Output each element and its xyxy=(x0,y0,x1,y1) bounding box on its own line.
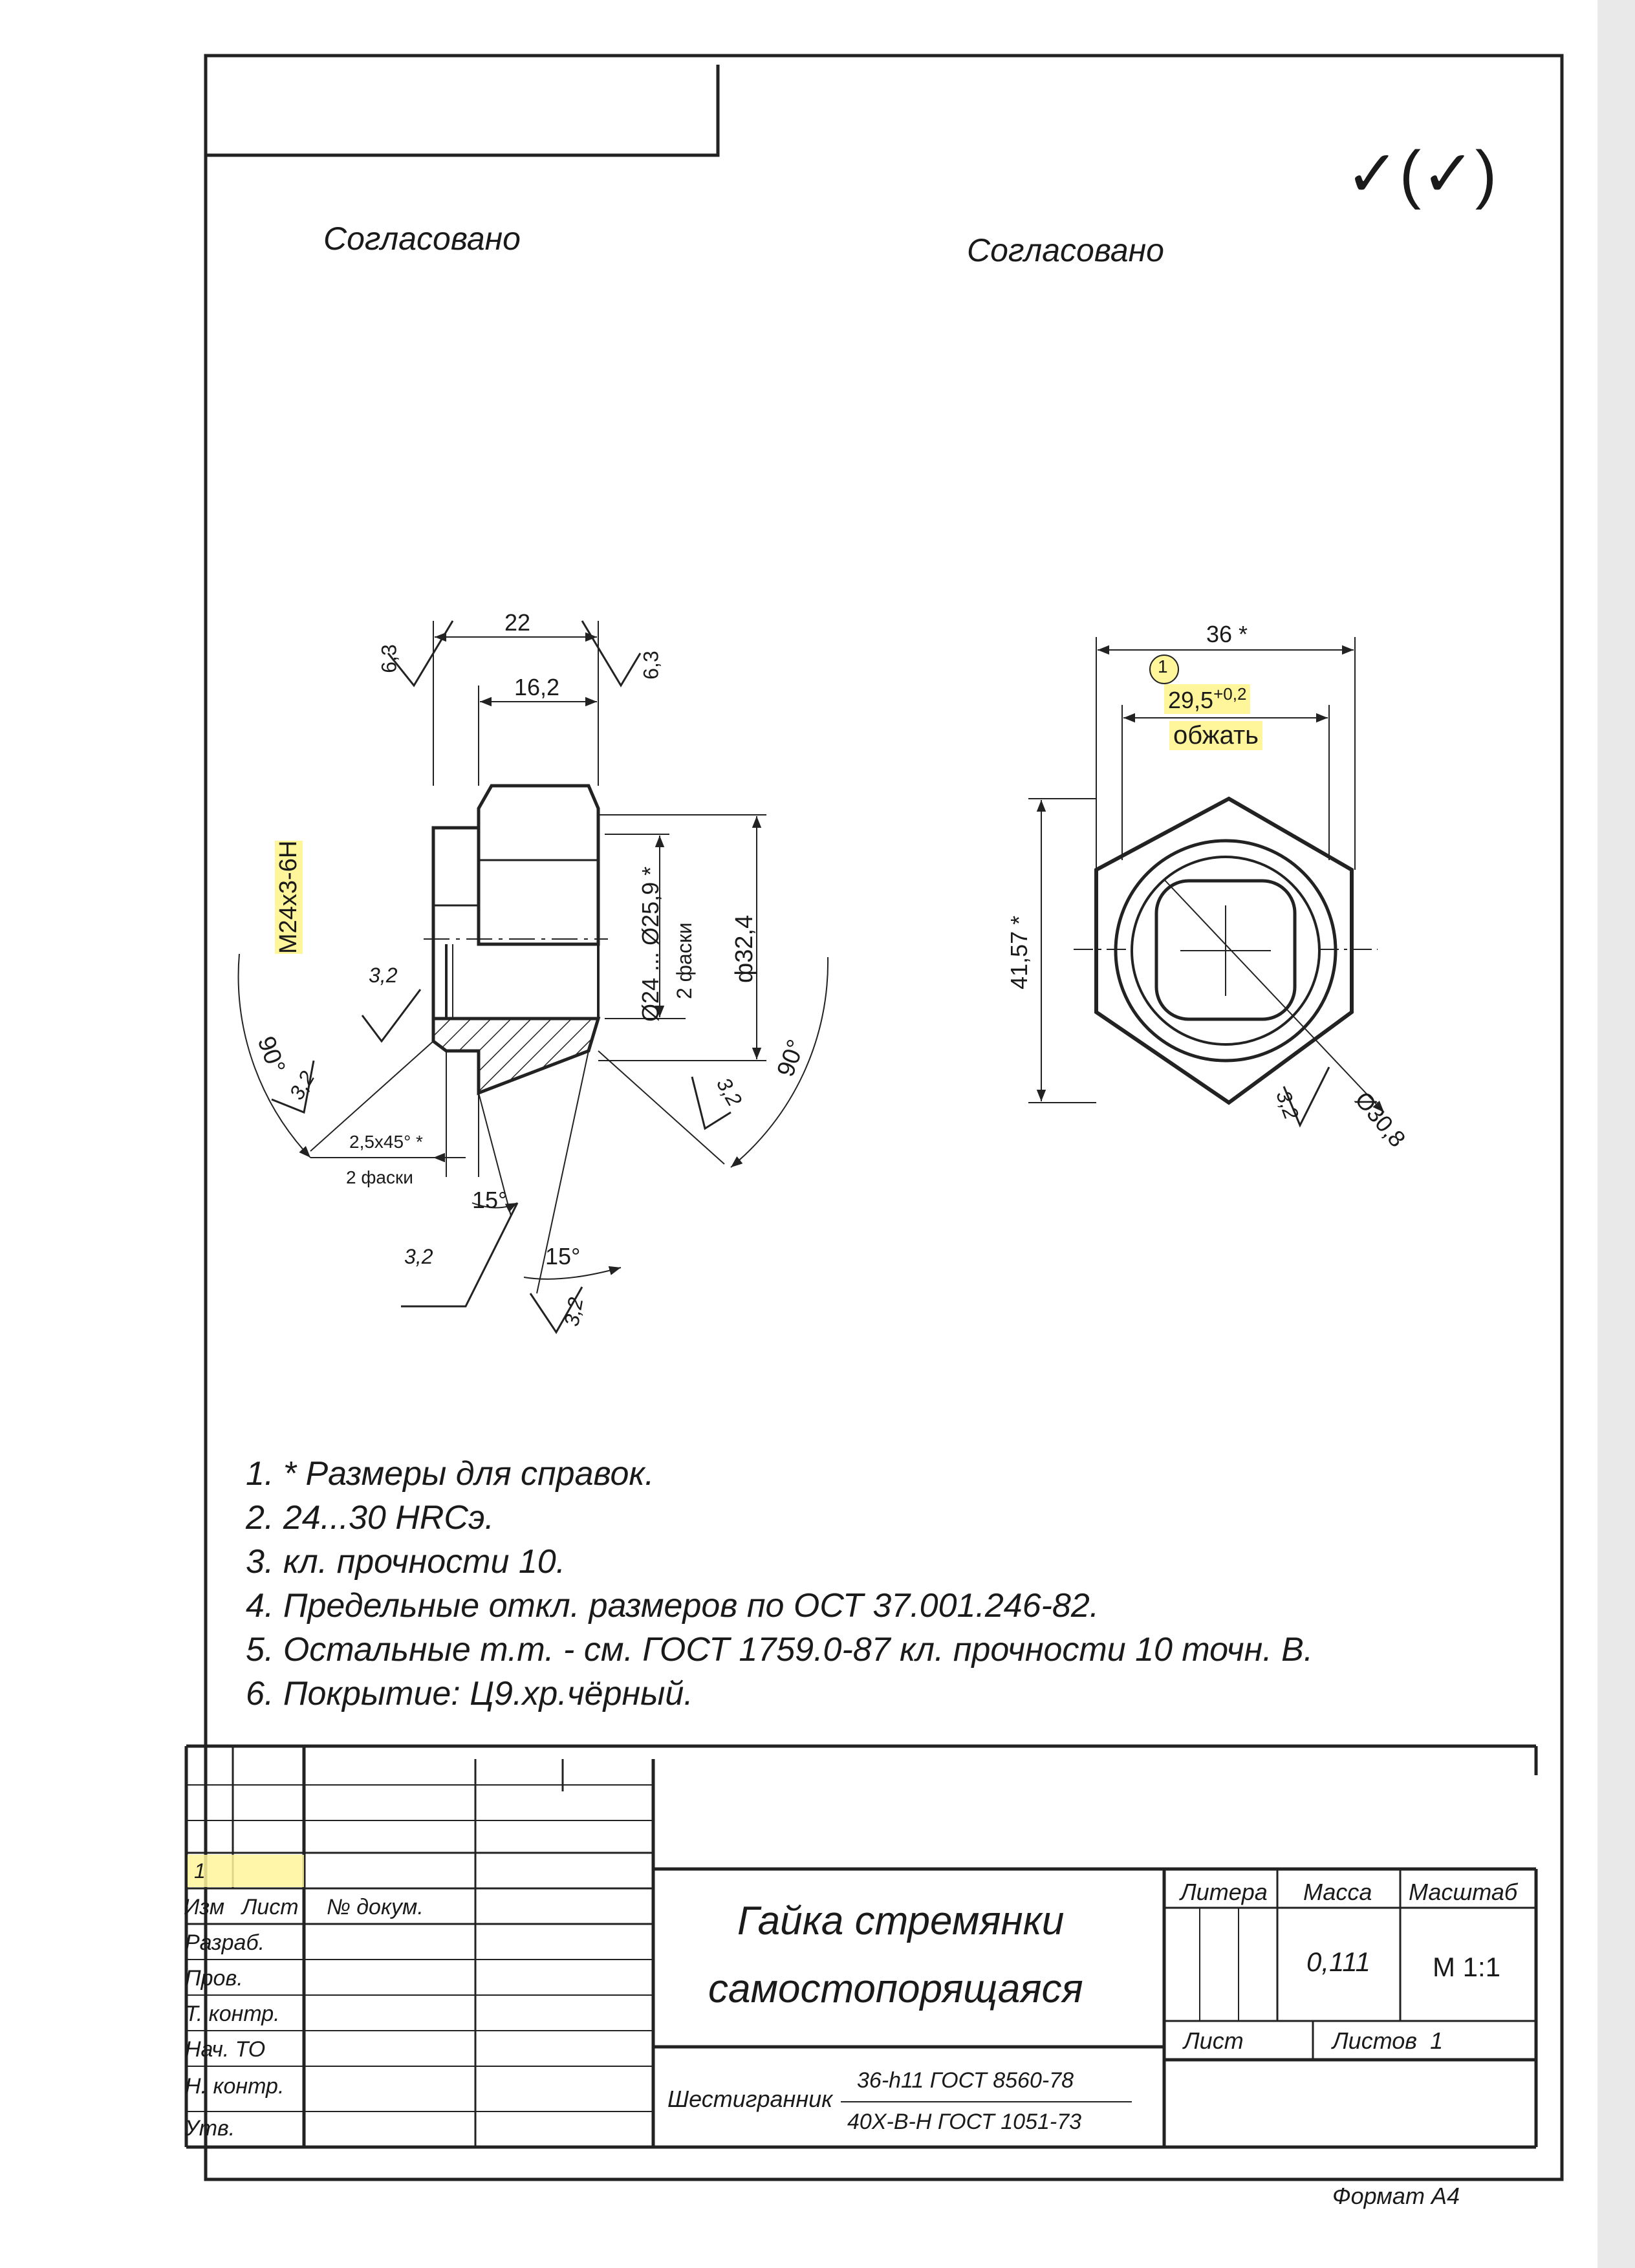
dim-outer: ф32,4 xyxy=(731,914,758,983)
role-utv: Утв. xyxy=(185,2116,235,2141)
header-list: Лист xyxy=(242,1895,299,1919)
mass-value: 0,111 xyxy=(1306,1947,1370,1977)
dim-16-2: 16,2 xyxy=(514,674,560,700)
approval-right: Согласовано xyxy=(967,232,1164,268)
sheet-frame xyxy=(204,54,1564,2181)
crimp-note: обжать xyxy=(1169,721,1262,750)
role-razrab: Разраб. xyxy=(185,1930,265,1955)
note-3: 3. кл. прочности 10. xyxy=(246,1543,566,1581)
scan-edge xyxy=(1597,0,1635,2268)
listov-label: Листов 1 xyxy=(1332,2027,1443,2055)
list-label: Лист xyxy=(1184,2027,1244,2054)
rev-highlight xyxy=(188,1855,304,1887)
header-doc: № докум. xyxy=(327,1895,424,1919)
material-label: Шестигранник xyxy=(667,2086,833,2112)
role-tkontr: Т. контр. xyxy=(185,2002,280,2026)
side-view xyxy=(237,620,829,1334)
litera-label: Литера xyxy=(1180,1879,1268,1905)
tech-notes: 1. * Размеры для справок. 2. 24...30 HRC… xyxy=(246,1452,1313,1716)
rough-top-right: 6,3 xyxy=(639,651,663,680)
dim-crimp-value: 29,5 xyxy=(1168,687,1214,713)
angle-15a: 15° xyxy=(472,1187,508,1213)
dim-22: 22 xyxy=(504,609,531,636)
front-view xyxy=(1028,637,1385,1128)
rough-thread: 3,2 xyxy=(369,964,398,987)
check-mark: ✓(✓) xyxy=(1345,138,1497,210)
title-line1: Гайка стремянки xyxy=(737,1899,1065,1943)
title-line2: самостопорящаяся xyxy=(708,1967,1083,2011)
listov-text: Листов xyxy=(1332,2027,1418,2054)
role-nach-to: Нач. ТО xyxy=(185,2037,266,2062)
thread-spec: M24x3-6H xyxy=(275,840,303,954)
note-2: 2. 24...30 HRCэ. xyxy=(246,1499,494,1537)
dim-bore: Ø24 ... Ø25,9 * xyxy=(637,866,664,1022)
role-prov: Пров. xyxy=(185,1966,243,1991)
chamfer-dim: 2,5x45° * xyxy=(349,1132,423,1152)
material-top: 36-h11 ГОСТ 8560-78 xyxy=(857,2068,1074,2093)
dim-41-57: 41,57 * xyxy=(1006,915,1032,989)
note-4: 4. Предельные откл. размеров по ОСТ 37.0… xyxy=(246,1587,1099,1625)
listov-value: 1 xyxy=(1430,2027,1444,2054)
header-izm: Изм xyxy=(184,1895,225,1919)
note-6: 6. Покрытие: Ц9.хр.чёрный. xyxy=(246,1675,693,1712)
approval-left: Согласовано xyxy=(323,221,521,257)
rev-number: 1 xyxy=(194,1859,206,1883)
note-5: 5. Остальные т.т. - см. ГОСТ 1759.0-87 к… xyxy=(246,1631,1314,1669)
rough-bottom-a: 3,2 xyxy=(404,1245,433,1268)
format-label: Формат А4 xyxy=(1332,2183,1460,2209)
massa-label: Масса xyxy=(1303,1879,1372,1905)
dim-crimp-tol: +0,2 xyxy=(1213,684,1247,704)
callout-1: 1 xyxy=(1158,656,1168,676)
chamfer-note: 2 фаски xyxy=(346,1167,413,1187)
note-1: 1. * Размеры для справок. xyxy=(246,1455,655,1493)
masshtab-label: Масштаб xyxy=(1409,1879,1518,1905)
rough-bottom-b: 3,2 xyxy=(559,1295,588,1328)
dim-crimp: 29,5+0,2 xyxy=(1164,684,1251,714)
scale-value: M 1:1 xyxy=(1433,1952,1501,1982)
title-block-grid xyxy=(184,1744,1538,2149)
bore-note: 2 фаски xyxy=(673,922,696,999)
angle-15b: 15° xyxy=(545,1243,581,1269)
material-bottom: 40X-B-H ГОСТ 1051-73 xyxy=(847,2110,1082,2134)
role-nkontr: Н. контр. xyxy=(185,2074,285,2099)
dim-36: 36 * xyxy=(1206,621,1248,647)
rough-top-left: 6,3 xyxy=(377,644,401,673)
